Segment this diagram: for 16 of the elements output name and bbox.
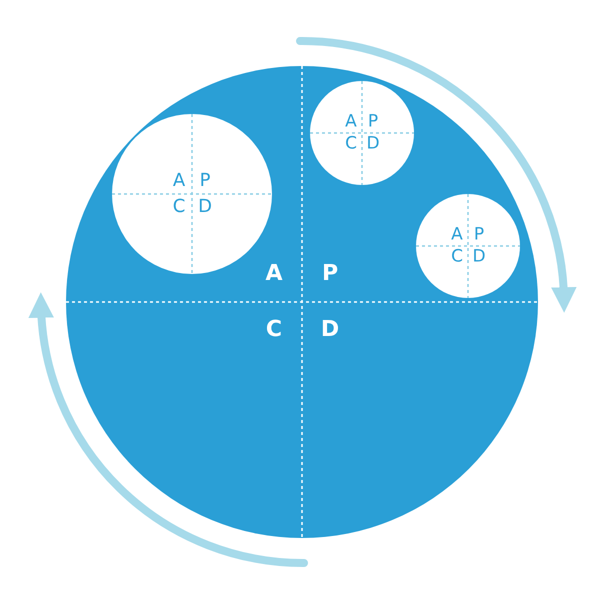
quadrant-letter: A (172, 172, 186, 190)
quadrant-letter: P (322, 263, 338, 285)
quadrant-letter: C (345, 136, 357, 152)
quadrant-letter: A (451, 226, 463, 244)
quadrant-letter: P (474, 226, 484, 244)
quadrant-letter: A (265, 263, 283, 285)
quadrant-letter: C (172, 198, 186, 216)
quadrant-letter: A (345, 114, 357, 130)
quadrant-letter: D (198, 198, 212, 216)
quadrant-letter: D (320, 319, 340, 341)
quadrant-letter: D (472, 248, 486, 266)
quadrant-letter: P (368, 114, 378, 130)
quadrant-letter: D (366, 136, 380, 152)
quadrant-letter: P (200, 172, 210, 190)
quadrant-letter: C (451, 248, 463, 266)
quadrant-letter: C (266, 319, 282, 341)
